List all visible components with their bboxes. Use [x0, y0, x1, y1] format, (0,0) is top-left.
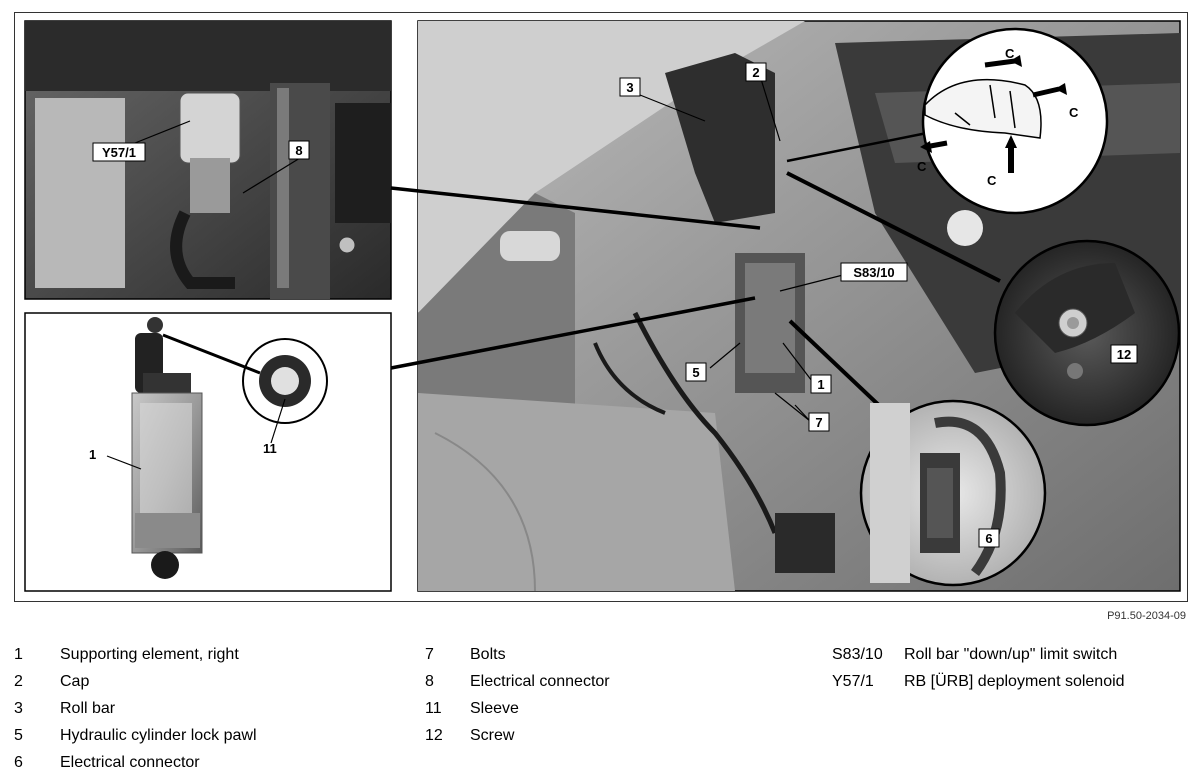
legend-text: RB [ÜRB] deployment solenoid — [904, 673, 1125, 690]
legend-number: 8 — [425, 673, 434, 690]
detail-photo-solenoid — [24, 20, 392, 300]
legend-item: 11 Sleeve — [425, 699, 785, 726]
diagram-drawing: 3 2 Y57/1 8 S83/10 5 1 7 6 12 11 1 C C C — [24, 20, 1181, 592]
callout-c-bottom: C — [987, 173, 997, 188]
callout-8: 8 — [295, 143, 302, 158]
callout-y57-1: Y57/1 — [102, 145, 136, 160]
legend-number: 11 — [425, 700, 442, 717]
legend-text: Roll bar "down/up" limit switch — [904, 646, 1118, 663]
legend-column-2: 7 Bolts 8 Electrical connector 11 Sleeve… — [425, 645, 785, 753]
callout-2: 2 — [752, 65, 759, 80]
legend-number: 6 — [14, 754, 23, 771]
legend-item: 1 Supporting element, right — [14, 645, 394, 672]
legend-number: 5 — [14, 727, 23, 744]
legend-number: 2 — [14, 673, 23, 690]
legend-item: 8 Electrical connector — [425, 672, 785, 699]
callout-6: 6 — [985, 531, 992, 546]
callout-c-left: C — [917, 159, 927, 174]
magnified-cap-circle — [920, 27, 1109, 215]
magnified-connector-circle — [859, 399, 1047, 587]
legend-column-1: 1 Supporting element, right 2 Cap 3 Roll… — [14, 645, 394, 780]
callout-5: 5 — [692, 365, 699, 380]
legend-number: Y57/1 — [832, 673, 874, 690]
legend-item: 3 Roll bar — [14, 699, 394, 726]
callout-7: 7 — [815, 415, 822, 430]
callout-1-detail: 1 — [89, 447, 96, 462]
legend-item: 5 Hydraulic cylinder lock pawl — [14, 726, 394, 753]
diagram-figure: 3 2 Y57/1 8 S83/10 5 1 7 6 12 11 1 C C C — [14, 12, 1188, 602]
legend-text: Bolts — [470, 646, 506, 663]
figure-code: P91.50-2034-09 — [1107, 610, 1186, 622]
legend-text: Cap — [60, 673, 90, 690]
legend-item: 2 Cap — [14, 672, 394, 699]
legend-number: 7 — [425, 646, 434, 663]
legend-text: Electrical connector — [60, 754, 200, 771]
legend-number: S83/10 — [832, 646, 883, 663]
legend-text: Roll bar — [60, 700, 116, 717]
legend-text: Screw — [470, 727, 515, 744]
legend-item: 7 Bolts — [425, 645, 785, 672]
leader-lines — [106, 78, 1116, 539]
callout-12: 12 — [1117, 347, 1131, 362]
callout-c-top: C — [1005, 46, 1015, 61]
callout-c-right: C — [1069, 105, 1079, 120]
legend-text: Supporting element, right — [60, 646, 239, 663]
legend-item: 12 Screw — [425, 726, 785, 753]
legend-item: S83/10 Roll bar "down/up" limit switch — [832, 645, 1192, 672]
callout-3: 3 — [626, 80, 633, 95]
legend-number: 3 — [14, 700, 23, 717]
magnified-screw-circle — [993, 239, 1181, 427]
legend-column-3: S83/10 Roll bar "down/up" limit switch Y… — [832, 645, 1192, 699]
callout-1-main: 1 — [817, 377, 824, 392]
legend-number: 1 — [14, 646, 23, 663]
legend-number: 12 — [425, 727, 443, 744]
callout-labels: 3 2 Y57/1 8 S83/10 5 1 7 6 12 11 1 C C C — [89, 46, 1138, 548]
detail-photo-support — [24, 312, 392, 592]
callout-11: 11 — [263, 441, 277, 456]
legend-text: Electrical connector — [470, 673, 610, 690]
legend-text: Hydraulic cylinder lock pawl — [60, 727, 257, 744]
legend-text: Sleeve — [470, 700, 519, 717]
legend-item: 6 Electrical connector — [14, 753, 394, 780]
legend-item: Y57/1 RB [ÜRB] deployment solenoid — [832, 672, 1192, 699]
callout-s83-10: S83/10 — [853, 265, 894, 280]
